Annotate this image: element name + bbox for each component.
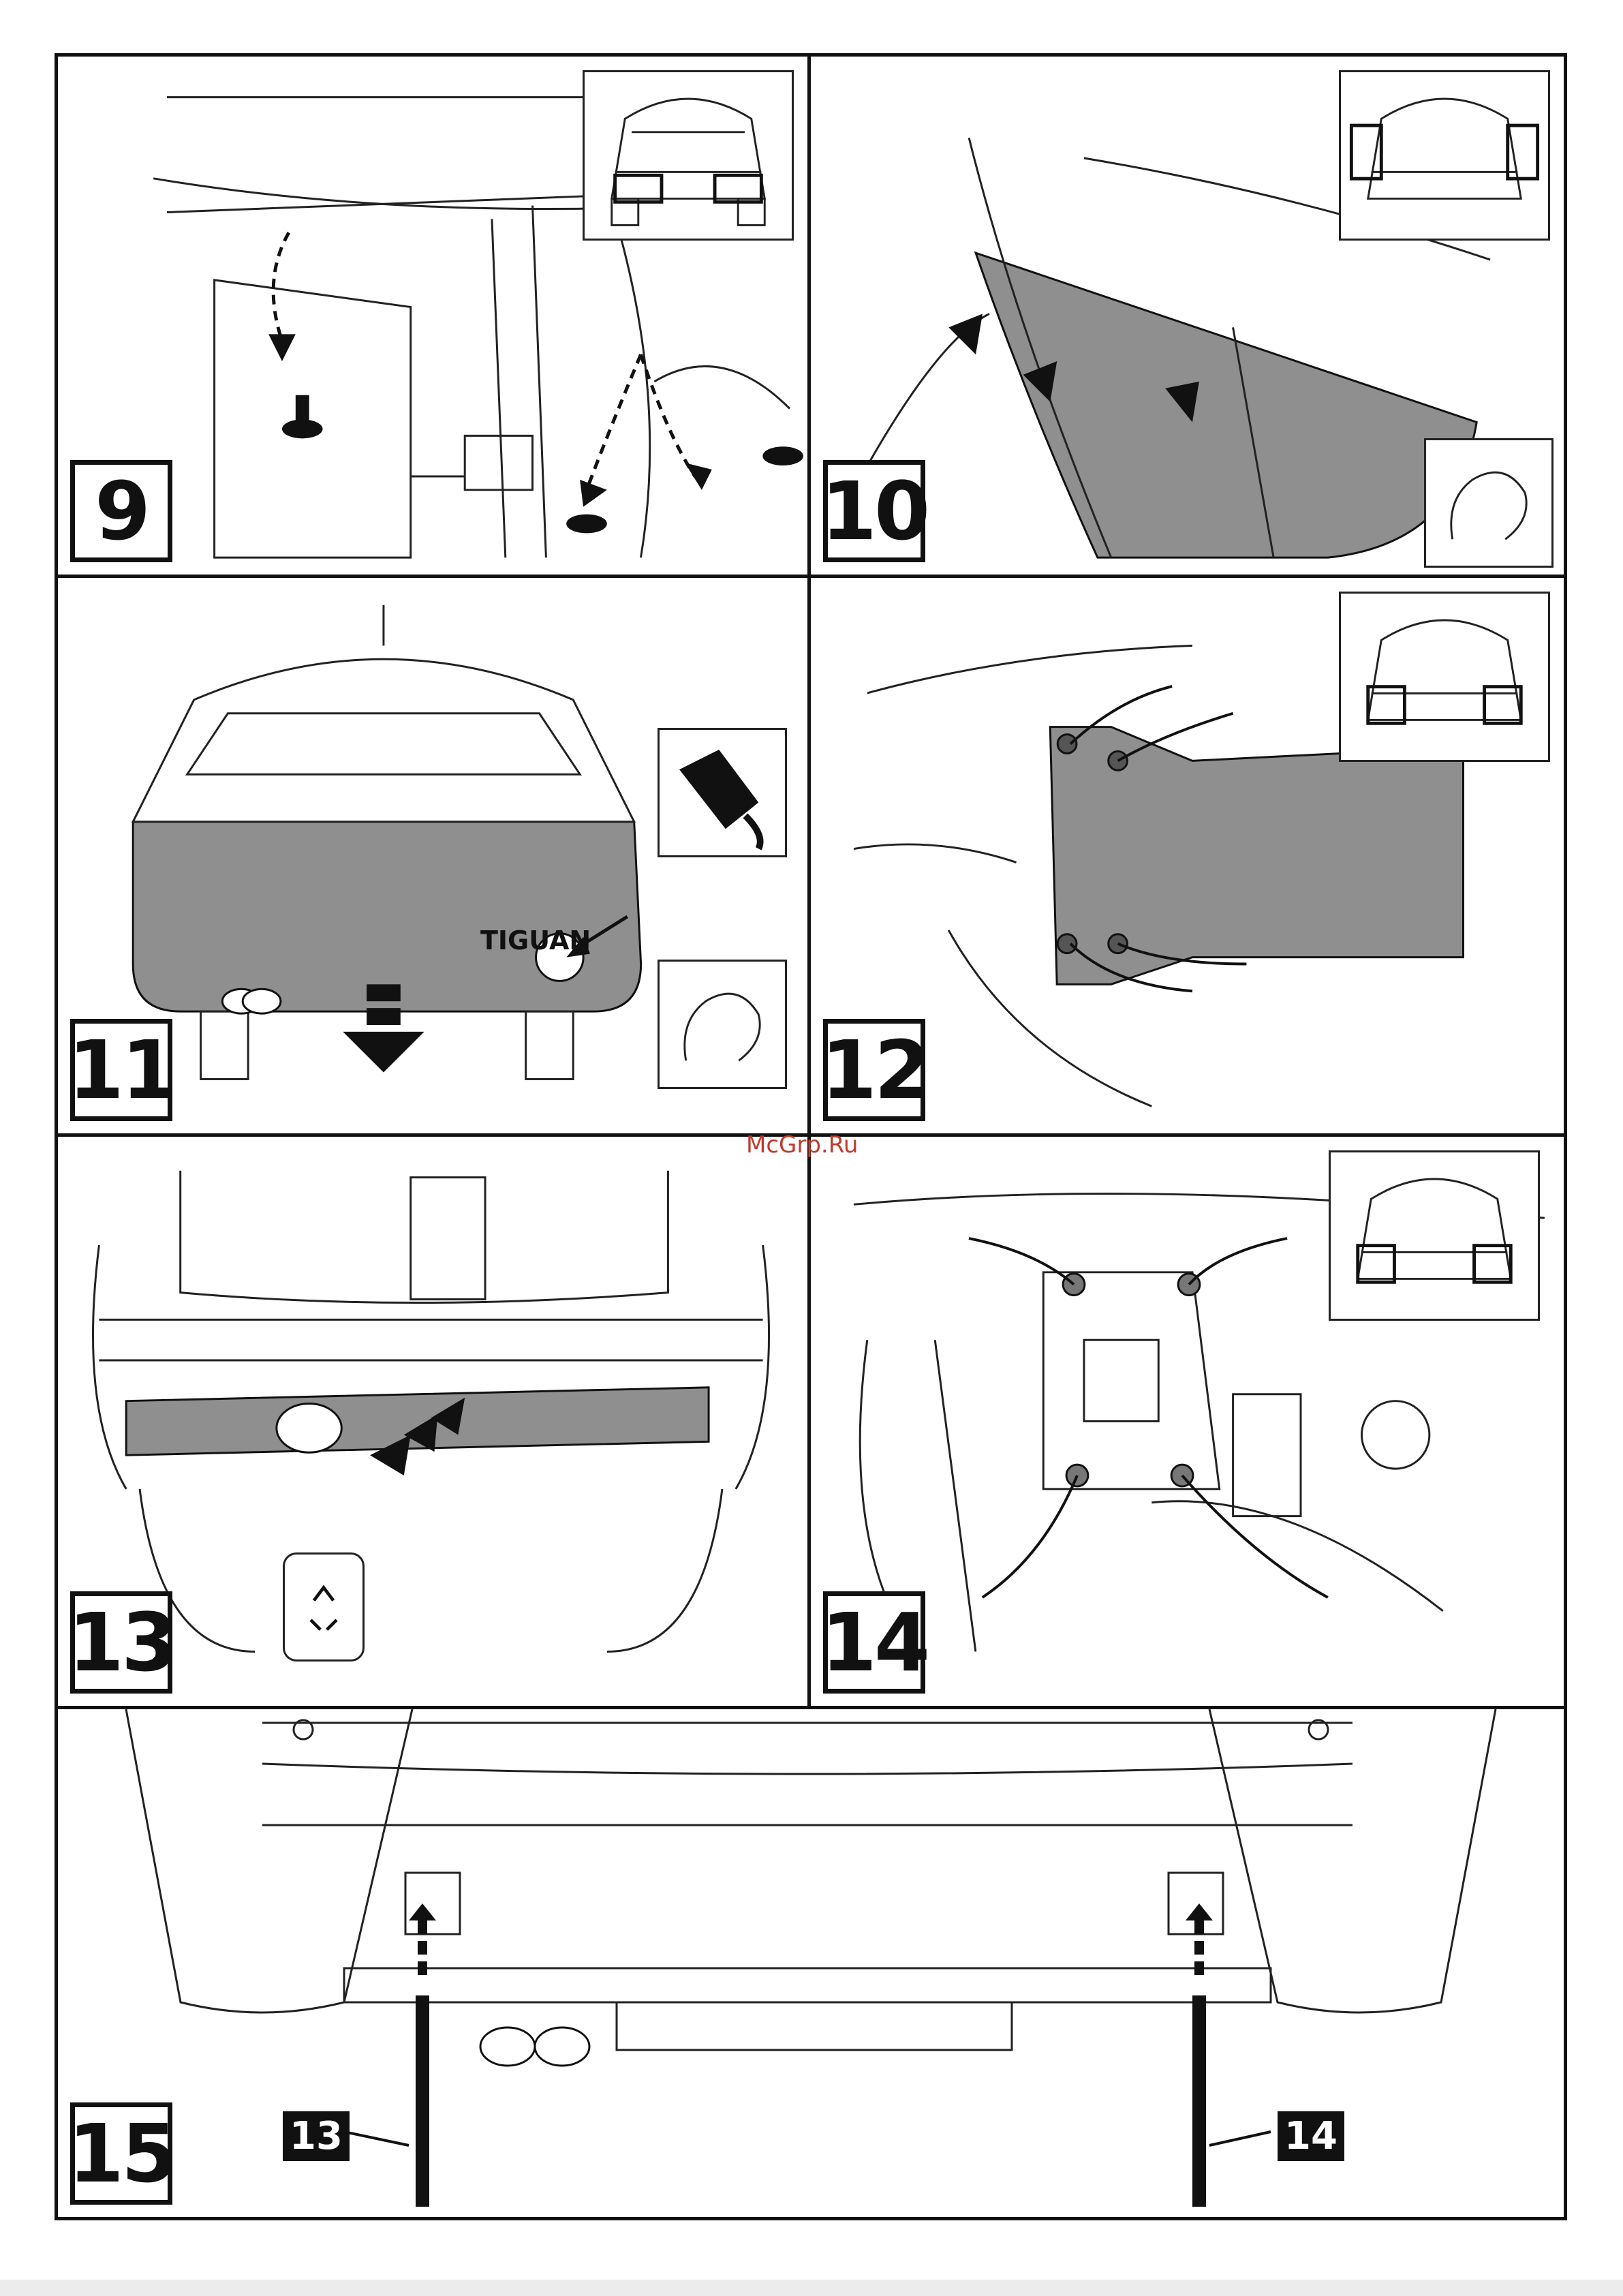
step-13-panel: 13 (58, 1137, 811, 1709)
rear-car-icon (1341, 72, 1548, 239)
page-footer-strip (0, 2280, 1623, 2296)
step-10-car-inset (1339, 70, 1550, 241)
step-number-13: 13 (70, 1591, 172, 1694)
part-tag-left: 13 (283, 2111, 350, 2161)
electric-plug-icon (658, 728, 787, 857)
step-12-car-inset (1339, 592, 1550, 762)
step-10-panel: 10 (811, 57, 1564, 578)
rear-car-icon (1331, 1152, 1538, 1319)
watermark: McGrp.Ru (746, 1131, 858, 1159)
step-number-10: 10 (823, 460, 925, 562)
recycle-bin-icon (283, 1552, 365, 1662)
rear-car-icon (585, 72, 792, 239)
step-number-15: 15 (70, 2102, 172, 2205)
step-14-car-inset (1329, 1150, 1540, 1321)
rear-car-icon (1341, 594, 1548, 760)
step-12-panel: 12 (811, 578, 1564, 1137)
step-9-car-inset (583, 70, 794, 241)
step-15-panel: 13 14 15 (58, 1709, 1564, 2217)
step-14-panel: 14 (811, 1137, 1564, 1709)
hand-icon (658, 960, 787, 1089)
part-tag-right: 14 (1278, 2111, 1344, 2161)
hand-icon (1424, 438, 1554, 568)
step-11-panel: TIGUAN 11 (58, 578, 811, 1137)
car-model-label: TIGUAN (480, 925, 591, 955)
step-9-panel: 9 (58, 57, 811, 578)
step-number-9: 9 (70, 460, 172, 562)
step-number-12: 12 (823, 1019, 925, 1121)
step-number-14: 14 (823, 1591, 925, 1694)
step-number-11: 11 (70, 1019, 172, 1121)
